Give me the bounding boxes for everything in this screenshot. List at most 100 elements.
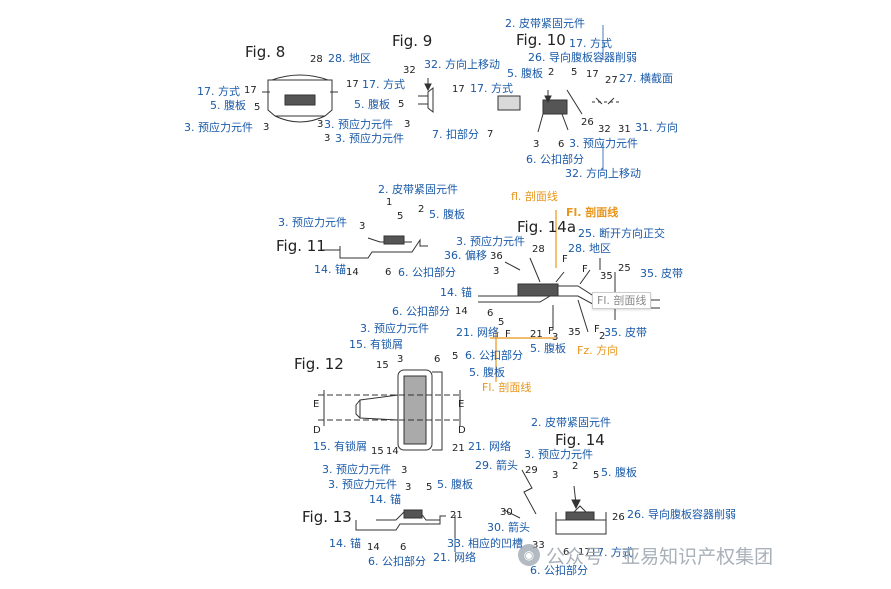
direction-label: Fz. 方向 xyxy=(577,344,619,357)
ref-number: 3 xyxy=(317,119,324,130)
annotation: 17. 方式 xyxy=(197,85,240,98)
annotation: 17. 方式 xyxy=(590,546,633,559)
annotation: 3. 预应力元件 xyxy=(278,216,347,229)
ref-number: 3 xyxy=(359,221,366,232)
section-line-label: Fl. 剖面线 xyxy=(566,206,619,219)
ref-number: 6 xyxy=(400,542,407,553)
annotation: 26. 导向腹板容器削弱 xyxy=(627,508,736,521)
ref-number: 2 xyxy=(418,204,425,215)
annotation: 25. 断开方向正交 xyxy=(578,227,665,240)
ref-number: 35 xyxy=(568,327,581,338)
annotation: 6. 公扣部分 xyxy=(526,153,584,166)
ref-number: F xyxy=(562,254,568,265)
annotation: 35. 皮带 xyxy=(640,267,683,280)
ref-number: 3 xyxy=(404,119,411,130)
annotation: 5. 腹板 xyxy=(354,98,390,111)
annotation: 32. 方向上移动 xyxy=(565,167,641,180)
annotation: 6. 公扣部分 xyxy=(368,555,426,568)
ref-number: 7 xyxy=(487,129,494,140)
watermark: ◉ 公众号 · 亚易知识产权集团 xyxy=(518,540,878,570)
annotation: 3. 预应力元件 xyxy=(324,118,393,131)
section-line-label: Fl. 剖面线 xyxy=(482,381,532,394)
annotation: 28. 地区 xyxy=(568,242,611,255)
ref-number: F xyxy=(582,264,588,275)
annotation: 5. 腹板 xyxy=(469,366,505,379)
ref-number: 15 xyxy=(376,360,389,371)
annotation: 35. 皮带 xyxy=(604,326,647,339)
annotation: 2. 皮带紧固元件 xyxy=(531,416,611,429)
ref-number: 21 xyxy=(450,510,463,521)
ref-number: 33 xyxy=(532,540,545,551)
ref-number: 5 xyxy=(571,67,578,78)
annotation: 33. 相应的凹槽 xyxy=(447,537,523,550)
annotation: 26. 导向腹板容器削弱 xyxy=(528,51,637,64)
annotation: 6. 公扣部分 xyxy=(530,564,588,577)
annotation: 2. 皮带紧固元件 xyxy=(378,183,458,196)
ref-number: F xyxy=(594,324,600,335)
ref-number: 17 xyxy=(244,85,257,96)
ref-number: 17 xyxy=(452,84,465,95)
annotation: 3. 预应力元件 xyxy=(335,132,404,145)
ref-number: 14 xyxy=(346,267,359,278)
ref-number: F xyxy=(548,326,554,337)
annotation: 3. 预应力元件 xyxy=(524,448,593,461)
ref-number: 35 xyxy=(600,271,613,282)
ref-number: 3 xyxy=(552,470,559,481)
ref-number: 27 xyxy=(605,75,618,86)
annotation: 27. 横截面 xyxy=(619,72,673,85)
ref-number: 3 xyxy=(397,354,404,365)
annotation: 3. 预应力元件 xyxy=(456,235,525,248)
ref-number: 2 xyxy=(572,461,579,472)
annotation: 14. 锚 xyxy=(440,286,472,299)
ref-number: 6 xyxy=(434,354,441,365)
annotation: 3. 预应力元件 xyxy=(322,463,391,476)
ref-number: 3 xyxy=(401,465,408,476)
ref-number: 5 xyxy=(593,470,600,481)
ref-number: 14 xyxy=(455,306,468,317)
ref-number: 15 xyxy=(371,446,384,457)
annotation: 3. 预应力元件 xyxy=(360,322,429,335)
ref-number: 17 xyxy=(586,69,599,80)
fig13-title: Fig. 13 xyxy=(302,508,352,526)
annotation: 6. 公扣部分 xyxy=(465,349,523,362)
annotation: 2. 皮带紧固元件 xyxy=(505,17,585,30)
annotation: 7. 扣部分 xyxy=(432,128,479,141)
fig8-title: Fig. 8 xyxy=(245,43,286,61)
annotation: 17. 方式 xyxy=(569,37,612,50)
ref-number: 32 xyxy=(403,65,416,76)
ref-number: 29 xyxy=(525,465,538,476)
ref-number: 32 xyxy=(598,124,611,135)
ref-number: 3 xyxy=(552,332,559,343)
ref-number: E xyxy=(313,399,320,410)
ref-number: 5 xyxy=(426,482,433,493)
annotation: 14. 锚 xyxy=(314,263,346,276)
ref-number: 6 xyxy=(487,308,494,319)
fig12-title: Fig. 12 xyxy=(294,355,344,373)
watermark-text: 公众号 · 亚易知识产权集团 xyxy=(546,545,774,568)
annotation: 21. 网络 xyxy=(433,551,476,564)
ref-number: 21 xyxy=(530,329,543,340)
annotation: 30. 箭头 xyxy=(487,521,530,534)
annotation: 3. 预应力元件 xyxy=(328,478,397,491)
ref-number: 5 xyxy=(452,351,459,362)
annotation: 14. 锚 xyxy=(329,537,361,550)
ref-number: 1 xyxy=(386,197,393,208)
fig14-title: Fig. 14 xyxy=(555,431,605,449)
annotation: 5. 腹板 xyxy=(530,342,566,355)
ref-number: 14 xyxy=(367,542,380,553)
annotation: 5. 腹板 xyxy=(210,99,246,112)
annotation: 5. 腹板 xyxy=(429,208,465,221)
ref-number: 6 xyxy=(385,267,392,278)
wechat-icon: ◉ xyxy=(518,544,540,566)
annotation: 15. 有锁屑 xyxy=(349,338,403,351)
annotation: 21. 网络 xyxy=(456,326,499,339)
annotation: 29. 箭头 xyxy=(475,459,518,472)
annotation: 6. 公扣部分 xyxy=(398,266,456,279)
ref-number: 3 xyxy=(493,266,500,277)
annotation: 5. 腹板 xyxy=(437,478,473,491)
ref-number: 25 xyxy=(618,263,631,274)
ref-number: F xyxy=(505,329,511,340)
ref-number: 5 xyxy=(498,317,505,328)
annotation: 21. 网络 xyxy=(468,440,511,453)
